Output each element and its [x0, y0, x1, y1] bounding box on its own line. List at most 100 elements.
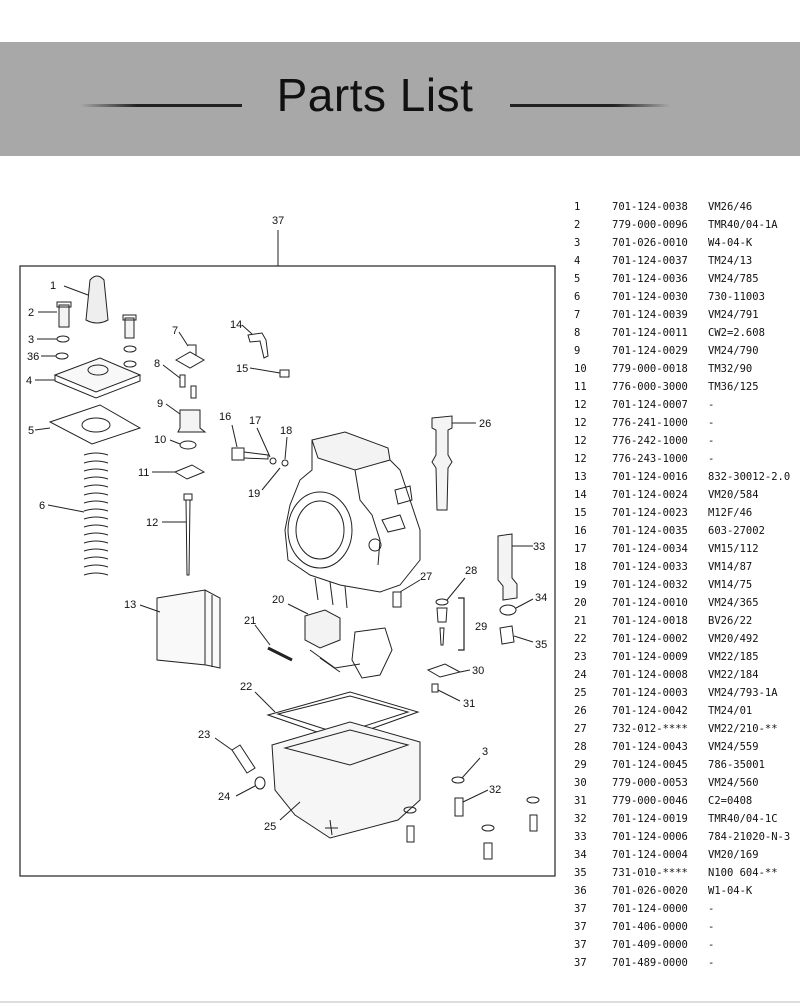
callout-3: 3: [28, 334, 34, 346]
callout-10: 10: [154, 434, 166, 446]
part-code: 701-124-0033: [612, 561, 688, 573]
part-code: 701-124-0018: [612, 615, 688, 627]
part-code: 701-124-0036: [612, 273, 688, 285]
part-number-index: 6: [574, 291, 581, 303]
model-code: M12F/46: [708, 507, 753, 519]
model-code: -: [708, 903, 715, 915]
callout-1: 1: [50, 280, 56, 292]
part-12-needle: [162, 493, 193, 576]
part-number-index: 37: [574, 957, 587, 969]
model-code: TM24/01: [708, 705, 753, 717]
part-number-index: 37: [574, 921, 587, 933]
exploded-parts-diagram: 37 1 2 3 36 4 5 6 7 8 9 10 11 12 13 14 1…: [19, 215, 556, 877]
part-25-float-bowl: [271, 721, 421, 839]
model-code: 832-30012-2.0: [708, 471, 791, 483]
model-code: VM22/184: [708, 669, 759, 681]
callout-3-lower: 3: [482, 746, 488, 758]
part-code: 701-124-0004: [612, 849, 688, 861]
bottom-divider: [0, 1001, 800, 1003]
part-number-index: 11: [574, 381, 587, 393]
callout-32: 32: [489, 784, 501, 796]
callout-5: 5: [28, 425, 34, 437]
callout-14: 14: [230, 319, 242, 331]
model-code: VM14/87: [708, 561, 753, 573]
model-code: VM24/791: [708, 309, 759, 321]
part-20-linkage: [287, 603, 393, 679]
part-number-index: 12: [574, 417, 587, 429]
part-26-starter-plunger: [431, 415, 476, 511]
part-4-top-plate: [35, 357, 142, 399]
part-number-index: 8: [574, 327, 581, 339]
part-number-index: 13: [574, 471, 587, 483]
part-number-index: 30: [574, 777, 587, 789]
part-code: 701-124-0038: [612, 201, 688, 213]
part-number-index: 12: [574, 435, 587, 447]
model-code: N100 604-**: [708, 867, 778, 879]
part-1-cap: [63, 275, 109, 324]
title-banner: Parts List: [0, 42, 800, 156]
part-code: 701-124-0011: [612, 327, 688, 339]
part-code: 701-409-0000: [612, 939, 688, 951]
callout-36: 36: [27, 351, 39, 363]
part-code: 776-000-3000: [612, 381, 688, 393]
model-code: -: [708, 453, 715, 465]
callout-8: 8: [154, 358, 160, 370]
part-2-screws: [38, 301, 137, 339]
callout-35: 35: [535, 639, 547, 651]
callout-7: 7: [172, 325, 178, 337]
part-number-index: 29: [574, 759, 587, 771]
model-code: -: [708, 417, 715, 429]
part-code: 776-242-1000: [612, 435, 688, 447]
model-code: TM32/90: [708, 363, 753, 375]
title-rule-left: [80, 104, 242, 107]
part-code: 701-124-0029: [612, 345, 688, 357]
callout-28: 28: [465, 565, 477, 577]
callout-25: 25: [264, 821, 276, 833]
model-code: VM24/785: [708, 273, 759, 285]
callout-23: 23: [198, 729, 210, 741]
callout-11: 11: [138, 467, 149, 479]
part-number-index: 9: [574, 345, 581, 357]
part-code: 701-406-0000: [612, 921, 688, 933]
part-code: 701-124-0024: [612, 489, 688, 501]
part-code: 701-124-0035: [612, 525, 688, 537]
model-code: VM20/584: [708, 489, 759, 501]
model-code: C2=0408: [708, 795, 753, 807]
model-code: W4-04-K: [708, 237, 753, 249]
part-number-index: 2: [574, 219, 581, 231]
part-5-gasket: [34, 404, 142, 445]
model-code: -: [708, 399, 715, 411]
part-code: 776-243-1000: [612, 453, 688, 465]
part-code: 701-124-0000: [612, 903, 688, 915]
part-code: 701-026-0010: [612, 237, 688, 249]
part-code: 701-124-0016: [612, 471, 688, 483]
callout-34: 34: [535, 592, 547, 604]
part-number-index: 25: [574, 687, 587, 699]
part-code: 779-000-0046: [612, 795, 688, 807]
part-number-index: 33: [574, 831, 587, 843]
part-code: 701-124-0032: [612, 579, 688, 591]
carburetor-body: [284, 431, 421, 609]
part-number-index: 19: [574, 579, 587, 591]
part-number-index: 28: [574, 741, 587, 753]
model-code: 603-27002: [708, 525, 765, 537]
part-code: 701-124-0006: [612, 831, 688, 843]
model-code: CW2=2.608: [708, 327, 765, 339]
part-number-index: 27: [574, 723, 587, 735]
callout-17: 17: [249, 415, 261, 427]
model-code: W1-04-K: [708, 885, 753, 897]
part-13-throttle-slide: [139, 589, 221, 669]
model-code: 784-21020-N-3: [708, 831, 791, 843]
model-code: VM24/793-1A: [708, 687, 778, 699]
callout-4: 4: [26, 375, 32, 387]
part-number-index: 23: [574, 651, 587, 663]
part-number-index: 37: [574, 939, 587, 951]
part-number-index: 3: [574, 237, 581, 249]
model-code: VM15/112: [708, 543, 759, 555]
page-title: Parts List: [276, 69, 474, 121]
model-code: -: [708, 939, 715, 951]
callout-6: 6: [39, 500, 45, 512]
model-code: TMR40/04-1A: [708, 219, 778, 231]
model-code: 786-35001: [708, 759, 765, 771]
callout-19: 19: [248, 488, 260, 500]
